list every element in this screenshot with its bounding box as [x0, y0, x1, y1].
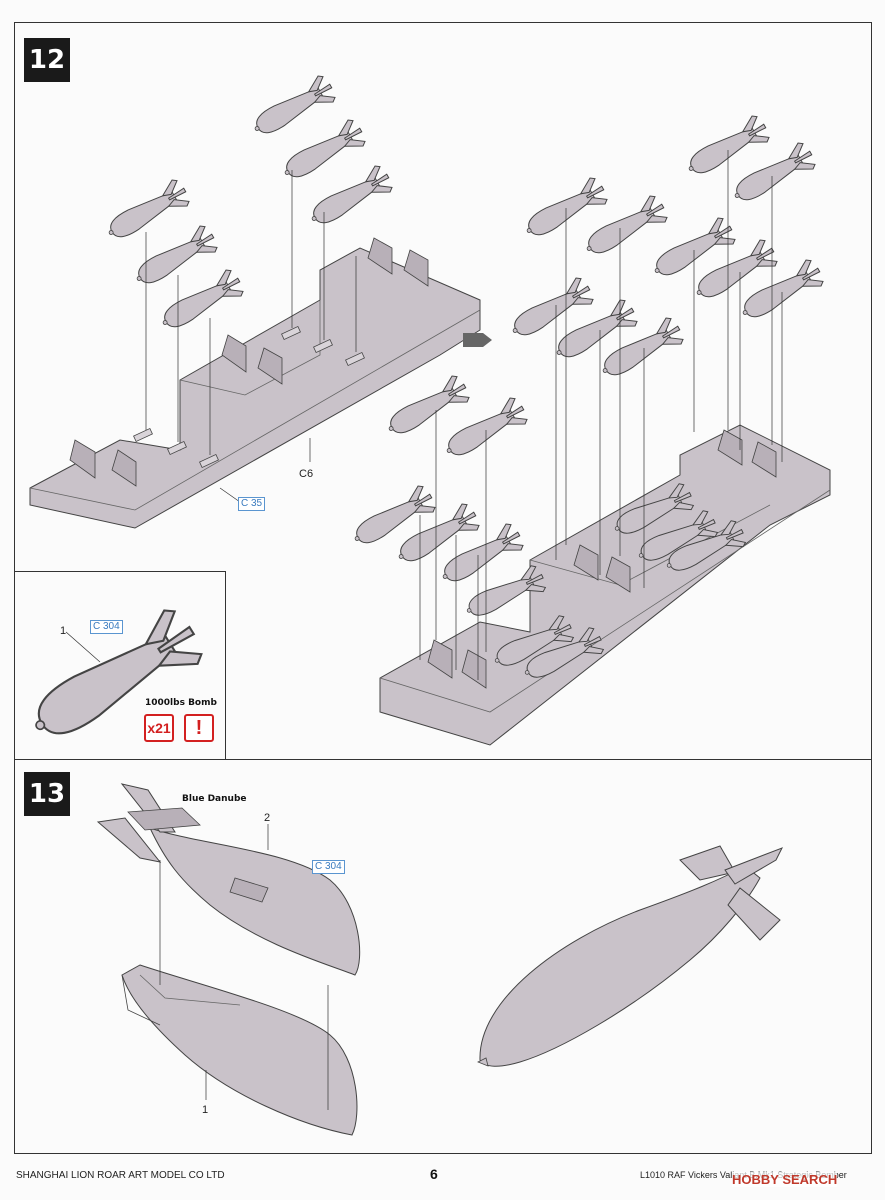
inset-part-leader [65, 631, 101, 663]
blue-danube-assembled [477, 845, 784, 1067]
bomb-rack-left [29, 237, 481, 529]
part-label-2: 2 [264, 812, 271, 824]
page-frame [14, 22, 872, 1154]
blue-danube-upper-half [96, 783, 361, 976]
blue-danube-lower-half [121, 964, 358, 1136]
step-13-number: 13 [24, 772, 70, 816]
direction-arrow [463, 333, 492, 347]
ref-c304-step13: C 304 [312, 860, 345, 874]
ref-c304-inset: C 304 [90, 620, 123, 634]
step-divider [14, 759, 872, 760]
part-label-1: 1 [202, 1104, 209, 1116]
guide-lines-step13 [159, 824, 329, 1110]
inset-part-number: 1 [60, 625, 67, 637]
bomb-caption: 1000lbs Bomb [145, 698, 217, 708]
guide-lines-left [145, 170, 357, 503]
part-label-c6: C6 [299, 468, 314, 480]
bomb-detail-inset [14, 571, 226, 759]
bomb-rack-right [379, 424, 831, 746]
quantity-badge: x21 [144, 714, 174, 742]
watermark: HOBBY SEARCH [732, 1172, 838, 1187]
notice-icon: ! [184, 714, 214, 742]
blue-danube-caption: Blue Danube [182, 794, 247, 804]
ref-c35: C 35 [238, 497, 266, 511]
footer-company: SHANGHAI LION ROAR ART MODEL CO LTD [16, 1170, 225, 1181]
step-12-number: 12 [24, 38, 70, 82]
guide-lines-right [419, 150, 783, 680]
page-number: 6 [430, 1166, 438, 1182]
